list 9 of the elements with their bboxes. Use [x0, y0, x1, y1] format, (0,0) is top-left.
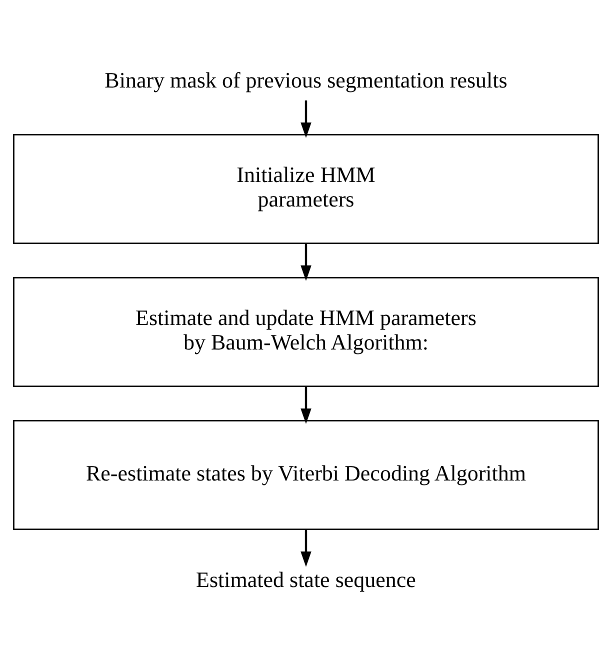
- node-box: Initialize HMM parameters: [13, 134, 599, 244]
- node-box: Re-estimate states by Viterbi Decoding Algorithm: [13, 420, 599, 530]
- node-box: Estimate and update HMM parameters by Baum-Welch Algorithm:: [13, 276, 599, 388]
- arrow: [300, 386, 312, 424]
- node-text: Estimated state sequence: [196, 566, 416, 592]
- arrow: [300, 530, 312, 567]
- arrow: [300, 243, 312, 281]
- node-text: Binary mask of previous segmentation results: [104, 68, 508, 93]
- arrow: [300, 100, 312, 138]
